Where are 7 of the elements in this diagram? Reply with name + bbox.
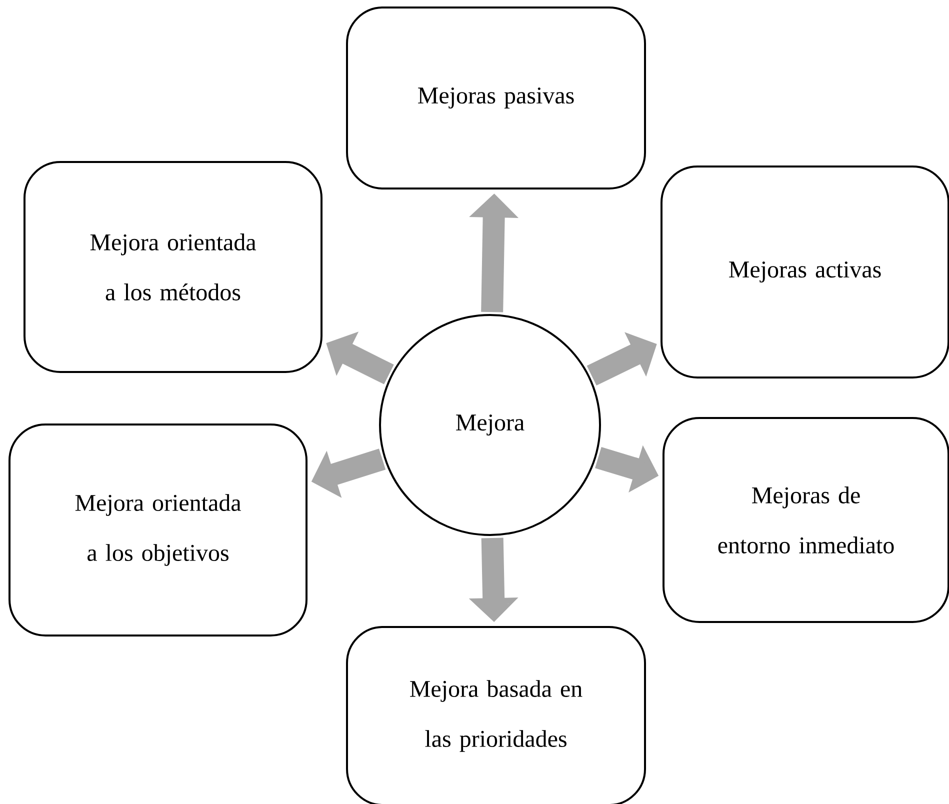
rounded-box: Mejora basada en las prioridades: [346, 626, 646, 804]
rounded-box: Mejoras activas: [660, 166, 949, 378]
rounded-box: Mejora orientada a los objetivos: [8, 424, 308, 636]
rounded-box: Mejoras de entorno inmediato: [662, 417, 949, 623]
rounded-box: Mejoras pasivas: [346, 6, 646, 190]
rounded-box: Mejora orientada a los métodos: [24, 161, 322, 373]
circle-node: Mejora: [379, 314, 601, 536]
